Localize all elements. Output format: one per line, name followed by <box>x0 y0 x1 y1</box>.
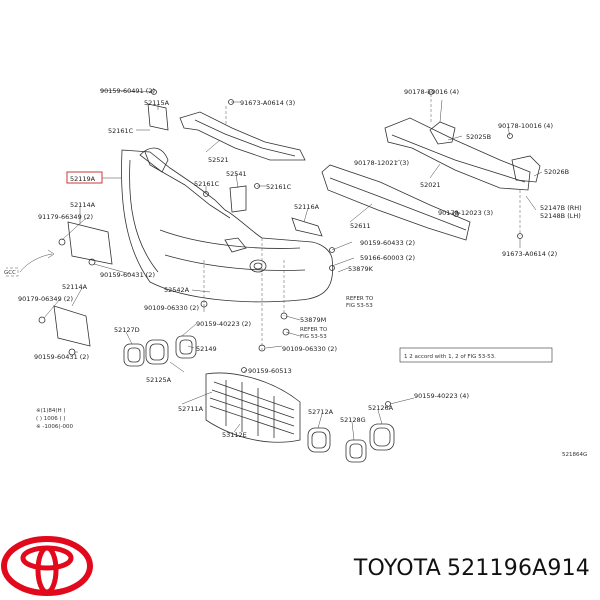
legend-line-2: ( ) 1006 ( ) <box>36 416 66 422</box>
label-52114A: 52114A <box>70 201 96 209</box>
label-90178-10016-b: 90178-10016 (4) <box>498 122 553 130</box>
label-52542A: 52542A <box>164 286 190 294</box>
label-90178-12021: 90178-12021 (3) <box>354 159 409 167</box>
label-90109-06330: 90109-06330 (2) <box>144 304 199 312</box>
legend-line-1: ※(1)84(H ) <box>36 408 66 414</box>
note-box <box>399 347 553 363</box>
label-90159-60431-b: 90159-60431 (2) <box>34 353 89 361</box>
label-90159-60491: 90159-60491 (2) <box>100 87 155 95</box>
label-52147B: 52147B (RH) <box>540 204 582 212</box>
label-refer-2: REFER TO <box>300 327 328 333</box>
label-91179-66349: 91179-66349 (2) <box>38 213 93 221</box>
highlight-box-52119A <box>66 171 103 184</box>
label-refer-1: REFER TO <box>346 296 374 302</box>
label-90178-12023: 90178-12023 (3) <box>438 209 493 217</box>
label-53879K: 53879K <box>348 265 374 273</box>
gcc-indicator <box>6 249 55 277</box>
label-90109-06330-b: 90109-06330 (2) <box>282 345 337 353</box>
label-59166-60003: 59166-60003 (2) <box>360 254 415 262</box>
label-52025B: 52025B <box>466 133 491 141</box>
legend-line-3: ※ -1006(-000 <box>36 424 73 430</box>
label-90159-40223-b: 90159-40223 (4) <box>414 392 469 400</box>
label-52541: 52541 <box>226 170 247 178</box>
label-52126A: 52126A <box>368 404 394 412</box>
radiator-grille-53112E <box>205 372 301 443</box>
label-52021: 52021 <box>420 181 441 189</box>
label-53879M: 53879M <box>300 316 326 324</box>
label-90159-60433: 90159-60433 (2) <box>360 239 415 247</box>
fog-lamp-covers <box>123 335 395 463</box>
label-52148B: 52148B (LH) <box>540 212 581 220</box>
label-90159-60431: 90159-60431 (2) <box>100 271 155 279</box>
seal-52541 <box>229 185 247 213</box>
label-90159-40223: 90159-40223 (2) <box>196 320 251 328</box>
label-52711A: 52711A <box>178 405 204 413</box>
label-52125A: 52125A <box>146 376 172 384</box>
label-52611: 52611 <box>350 222 371 230</box>
label-refer-2b: FIG 53-53 <box>300 334 327 340</box>
label-52161C: 52161C <box>108 127 134 135</box>
label-52161C-b: 52161C <box>194 180 220 188</box>
label-52149: 52149 <box>196 345 217 353</box>
toyota-logo-icon <box>1 536 93 596</box>
brand-name: TOYOTA <box>353 556 441 581</box>
label-52161C-c: 52161C <box>266 183 292 191</box>
label-52127D: 52127D <box>114 326 140 334</box>
bumper-retainer-52521 <box>179 111 306 161</box>
bumper-cover-52119A <box>121 147 334 303</box>
label-52521: 52521 <box>208 156 229 164</box>
note-text: 1 2 accord with 1, 2 of FIG 53-53. <box>404 354 496 360</box>
label-91673-A0614-b: 91673-A0614 (2) <box>502 250 557 258</box>
label-refer-1b: FIG 53-53 <box>346 303 373 309</box>
figure-code: 521864G <box>562 452 587 458</box>
part-number: 521196A914 <box>446 556 590 581</box>
label-90178-10016: 90178-10016 (4) <box>404 88 459 96</box>
part-labels: 90159-60491 (2) 52115A 91673-A0614 (3) 5… <box>4 87 587 458</box>
label-52115A: 52115A <box>144 99 170 107</box>
label-52119A: 52119A <box>70 175 96 183</box>
energy-absorber-52611 <box>321 164 471 241</box>
label-52712A: 52712A <box>308 408 334 416</box>
label-91673-A0614: 91673-A0614 (3) <box>240 99 295 107</box>
bracket-52115A <box>147 103 169 131</box>
leader-lines <box>43 89 543 441</box>
label-90159-60513: 90159-60513 <box>248 367 292 375</box>
label-gcc: GCC <box>4 270 16 276</box>
label-52114A-b: 52114A <box>62 283 88 291</box>
label-52026B: 52026B <box>544 168 569 176</box>
label-90179-06349: 90179-06349 (2) <box>18 295 73 303</box>
license-plate-bracket-52114A <box>53 221 113 347</box>
label-53112E: 53112E <box>222 431 247 439</box>
label-52128G: 52128G <box>340 416 366 424</box>
label-52116A: 52116A <box>294 203 320 211</box>
bracket-52116A <box>291 217 323 237</box>
